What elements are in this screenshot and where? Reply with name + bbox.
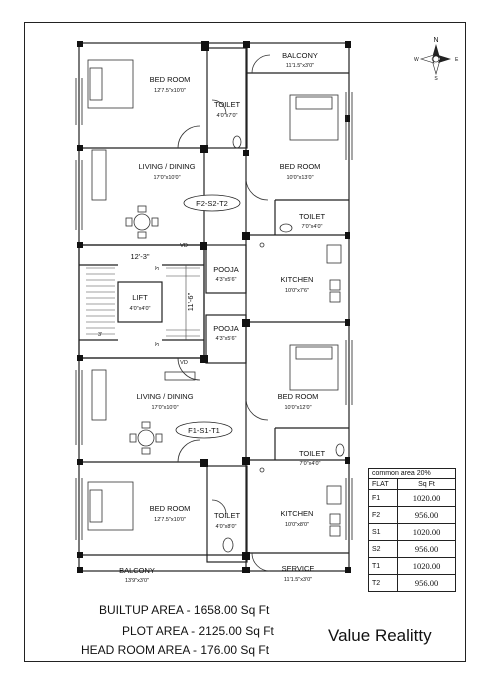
balcony-top-label: BALCONY [282,51,318,60]
table-cell-sqft: 1020.00 [397,489,456,507]
pooja-top-label: POOJA [213,265,238,274]
table-cell-flat: S2 [368,540,398,558]
flat-tag-bottom: F1-S1-T1 [188,426,220,435]
toilet-bottom-dim: 4'0"x8'0" [216,524,237,530]
bed-right-bottom-label: BED ROOM [278,392,319,401]
balcony-top-dim: 11'1.5"x3'0" [286,63,314,69]
bed-right-bottom-dim: 10'0"x12'0" [284,405,311,411]
bed-bottom-dim: 12'7.5"x10'0" [154,517,186,523]
living-bottom-label: LIVING / DINING [136,392,193,401]
stair-3-a: 3' [155,266,161,270]
pooja-top-dim: 4'3"x5'6" [216,277,237,283]
kitchen-top-label: KITCHEN [281,275,314,284]
stair-3-c: 3' [155,342,161,346]
toilet-right-bottom-label: TOILET [299,449,326,458]
vd-top: VD [180,243,188,249]
compass-n: N [433,37,438,44]
living-top-label: LIVING / DINING [138,162,195,171]
furniture [87,59,345,553]
kitchen-bottom-dim: 10'0"x8'0" [285,522,309,528]
toilet-right-bottom-dim: 7'0"x4'0" [300,461,321,467]
balcony-bottom-label: BALCONY [119,566,155,575]
stair-3-b: 3' [98,332,102,338]
table-cell-sqft: 956.00 [397,540,456,558]
toilet-bottom-label: TOILET [214,511,241,520]
service-dim: 11'1.5"x3'0" [284,577,312,583]
builtup-area: BUILTUP AREA - 1658.00 Sq Ft [99,603,270,617]
table-cell-flat: T1 [368,557,398,575]
table-cell-sqft: 956.00 [397,574,456,592]
stair-height: 11'-6" [186,292,195,311]
stair-width: 12'-3" [130,252,149,261]
toilet-top-dim: 4'0"x7'0" [217,113,238,119]
toilet-right-top-label: TOILET [299,212,326,221]
brand-name: Value Realitty [328,626,432,645]
table-cell-sqft: 1020.00 [397,557,456,575]
table-header-flat: FLAT [368,478,398,490]
table-cell-sqft: 956.00 [397,506,456,524]
table-cell-flat: T2 [368,574,398,592]
compass-e: E [455,57,459,63]
table-cell-flat: F2 [368,506,398,524]
living-bottom-dim: 17'0"x10'0" [151,405,178,411]
flat-tag-top: F2-S2-T2 [196,199,228,208]
bed-right-top-label: BED ROOM [280,162,321,171]
bed-top-dim: 12'7.5"x10'0" [154,88,186,94]
lift-dim: 4'0"x4'0" [130,306,151,312]
table-header-sqft: Sq Ft [397,478,456,490]
outer-wall [78,42,350,572]
table-caption: common area 20% [368,468,456,479]
service-label: SERVICE [282,564,315,573]
compass-rose-icon: N S E W [414,37,459,82]
living-top-dim: 17'0"x10'0" [153,175,180,181]
table-cell-flat: F1 [368,489,398,507]
toilet-top-label: TOILET [214,100,241,109]
kitchen-bottom-label: KITCHEN [281,509,314,518]
compass-s: S [434,76,438,82]
plot-area: PLOT AREA - 2125.00 Sq Ft [122,624,274,638]
table-cell-flat: S1 [368,523,398,541]
lift-shaft [117,281,163,323]
table-cell-sqft: 1020.00 [397,523,456,541]
compass-w: W [414,57,419,63]
toilet-right-top-dim: 7'0"x4'0" [302,224,323,230]
bed-top-label: BED ROOM [150,75,191,84]
pooja-bottom-label: POOJA [213,324,238,333]
lift-label: LIFT [132,293,148,302]
kitchen-top-dim: 10'0"x7'6" [285,288,309,294]
drawing-frame [24,22,466,662]
pooja-bottom-dim: 4'3"x5'6" [216,336,237,342]
bed-bottom-label: BED ROOM [150,504,191,513]
bed-right-top-dim: 10'0"x13'0" [286,175,313,181]
headroom-area: HEAD ROOM AREA - 176.00 Sq Ft [81,643,270,657]
vd-bottom: VD [180,360,188,366]
balcony-bottom-dim: 13'9"x3'0" [125,578,149,584]
